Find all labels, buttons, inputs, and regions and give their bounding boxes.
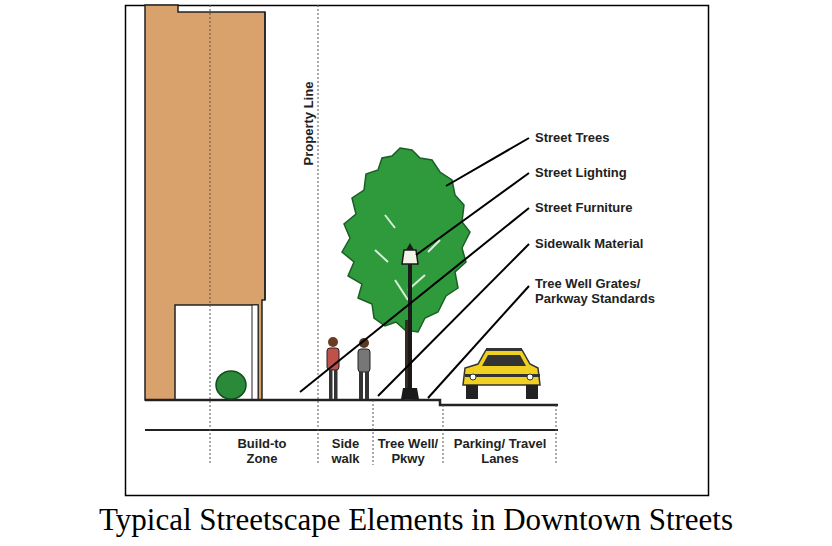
callout-label: Sidewalk Material xyxy=(535,236,705,251)
caption: Typical Streetscape Elements in Downtown… xyxy=(99,502,733,538)
property-line-label: Property Line xyxy=(301,74,316,174)
zone-dividers xyxy=(210,5,556,465)
callout-label: Street Trees xyxy=(535,130,705,145)
sidewalk-curb-line xyxy=(145,400,558,405)
shrub xyxy=(216,371,246,399)
car xyxy=(463,348,540,399)
pedestrians xyxy=(327,337,370,399)
zone-label: Side walk xyxy=(322,436,369,466)
callout-label: Tree Well Grates/ Parkway Standards xyxy=(535,276,695,306)
base-line xyxy=(145,429,558,431)
zone-label: Build-to Zone xyxy=(222,436,302,466)
lamp-head xyxy=(402,250,418,264)
leader-lines xyxy=(300,138,529,398)
zone-label: Parking/ Travel Lanes xyxy=(448,436,552,466)
frame xyxy=(126,6,709,496)
street-tree xyxy=(342,148,470,332)
callout-label: Street Furniture xyxy=(535,200,705,215)
zone-label: Tree Well/ Pkwy xyxy=(375,436,441,466)
lamp-post xyxy=(408,262,412,398)
callout-label: Street Lighting xyxy=(535,165,705,180)
building xyxy=(145,5,265,400)
storefront-post xyxy=(252,305,258,400)
